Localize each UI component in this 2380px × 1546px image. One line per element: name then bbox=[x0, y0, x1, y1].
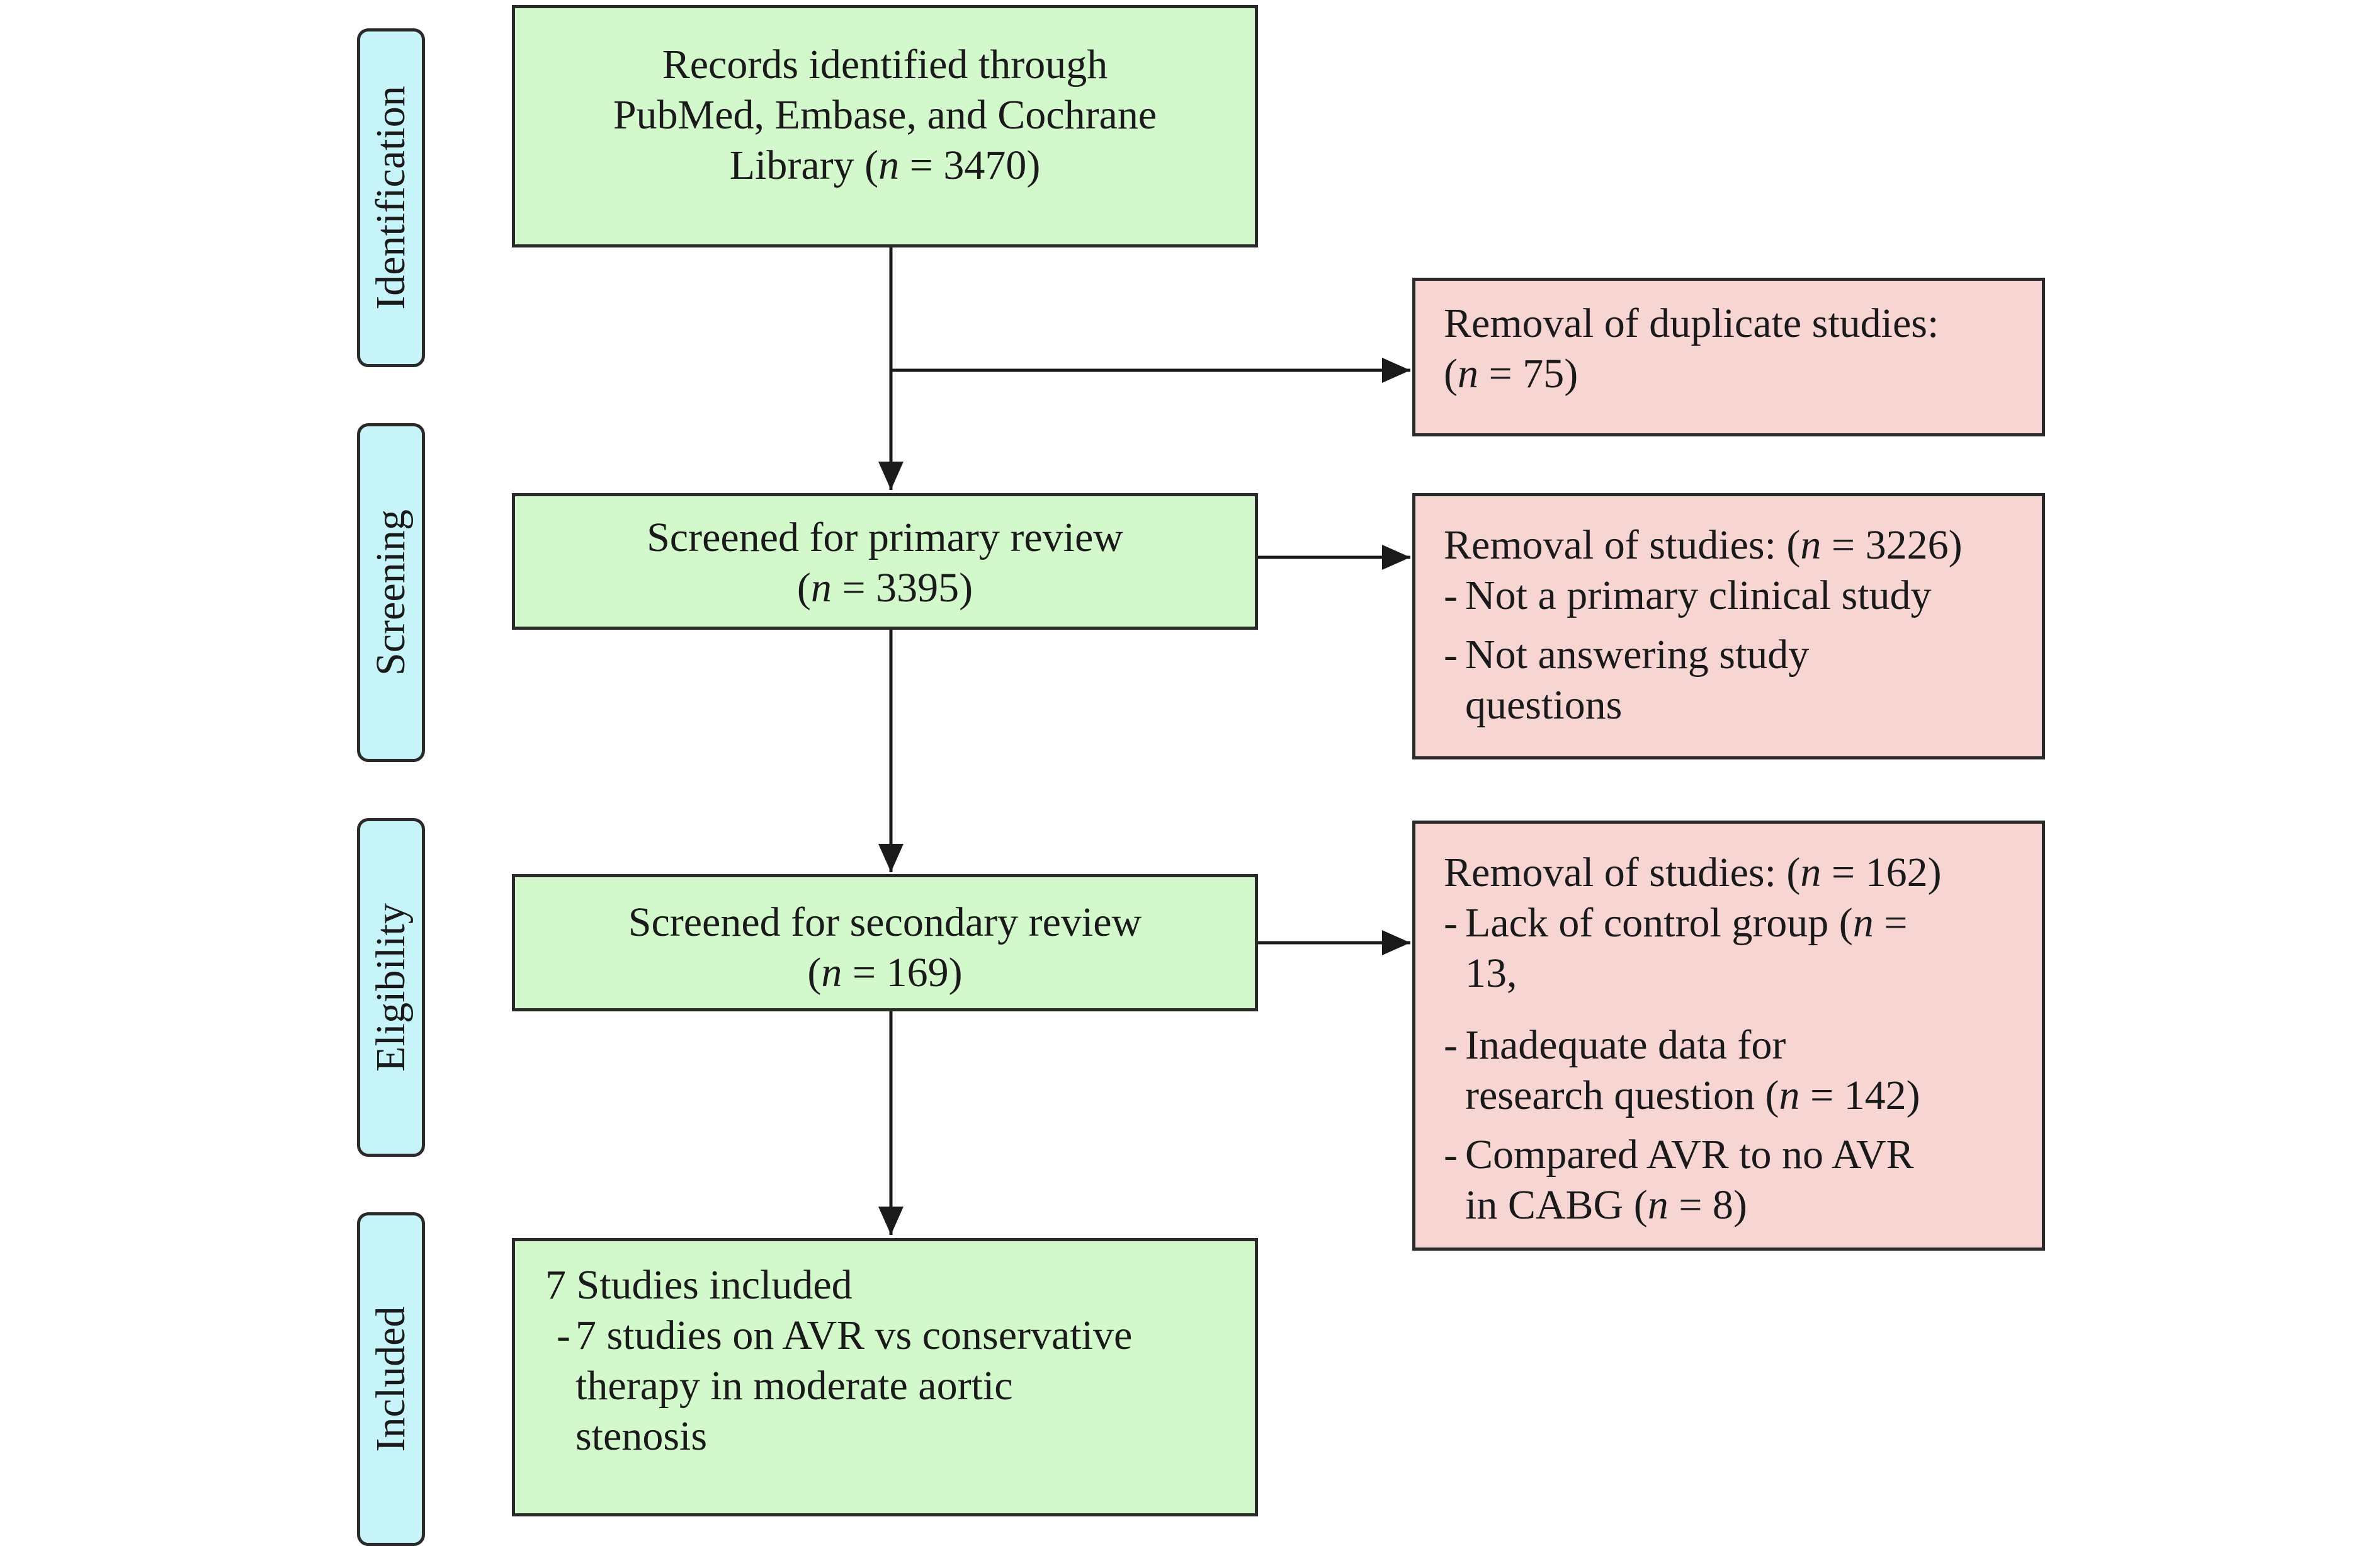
included-header: 7 Studies included bbox=[545, 1262, 853, 1308]
secondary-removal-header: Removal of studies: (n = 162) bbox=[1444, 850, 1942, 895]
secondary-removal-box: Removal of studies: (n = 162) - Lack of … bbox=[1412, 821, 2045, 1251]
secondary-removal-bullet-2: - Inadequate data for research question … bbox=[1444, 1022, 1920, 1118]
secondary-line-1: Screened for secondary review bbox=[628, 899, 1142, 945]
secondary-removal-bullet-1: - Lack of control group (n = 13, bbox=[1444, 900, 1908, 996]
included-studies-box: 7 Studies included - 7 studies on AVR vs… bbox=[512, 1238, 1258, 1516]
primary-line-1: Screened for primary review bbox=[647, 514, 1123, 560]
primary-removal-box: Removal of studies: (n = 3226) - Not a p… bbox=[1412, 493, 2045, 759]
phase-screening: Screening bbox=[357, 423, 425, 762]
primary-review-box: Screened for primary review (n = 3395) bbox=[512, 493, 1258, 630]
phase-included-label: Included bbox=[368, 1306, 414, 1452]
phase-eligibility: Eligibility bbox=[357, 818, 425, 1157]
duplicates-line-1: Removal of duplicate studies: bbox=[1444, 300, 1939, 346]
secondary-line-2: (n = 169) bbox=[807, 950, 963, 996]
primary-removal-bullet-1: - Not a primary clinical study bbox=[1444, 572, 1932, 618]
phase-identification-label: Identification bbox=[368, 86, 414, 310]
primary-line-2: (n = 3395) bbox=[796, 565, 973, 611]
records-identified-box: Records identified through PubMed, Embas… bbox=[512, 5, 1258, 247]
records-line-2: PubMed, Embase, and Cochrane bbox=[613, 92, 1157, 138]
phase-included: Included bbox=[357, 1212, 425, 1546]
primary-removal-bullet-2: - Not answering study questions bbox=[1444, 632, 1810, 728]
phase-eligibility-label: Eligibility bbox=[368, 903, 414, 1072]
records-line-3: Library (n = 3470) bbox=[729, 142, 1041, 188]
primary-removal-header: Removal of studies: (n = 3226) bbox=[1444, 522, 1963, 568]
duplicates-line-2: (n = 75) bbox=[1444, 351, 1578, 397]
included-bullet: - 7 studies on AVR vs conservative thera… bbox=[557, 1312, 1133, 1459]
phase-identification: Identification bbox=[357, 28, 425, 367]
phase-screening-label: Screening bbox=[368, 509, 414, 676]
records-line-1: Records identified through bbox=[662, 42, 1108, 88]
duplicates-removal-box: Removal of duplicate studies: (n = 75) bbox=[1412, 278, 2045, 436]
secondary-review-box: Screened for secondary review (n = 169) bbox=[512, 874, 1258, 1011]
secondary-removal-bullet-3: - Compared AVR to no AVR in CABG (n = 8) bbox=[1444, 1132, 1914, 1228]
